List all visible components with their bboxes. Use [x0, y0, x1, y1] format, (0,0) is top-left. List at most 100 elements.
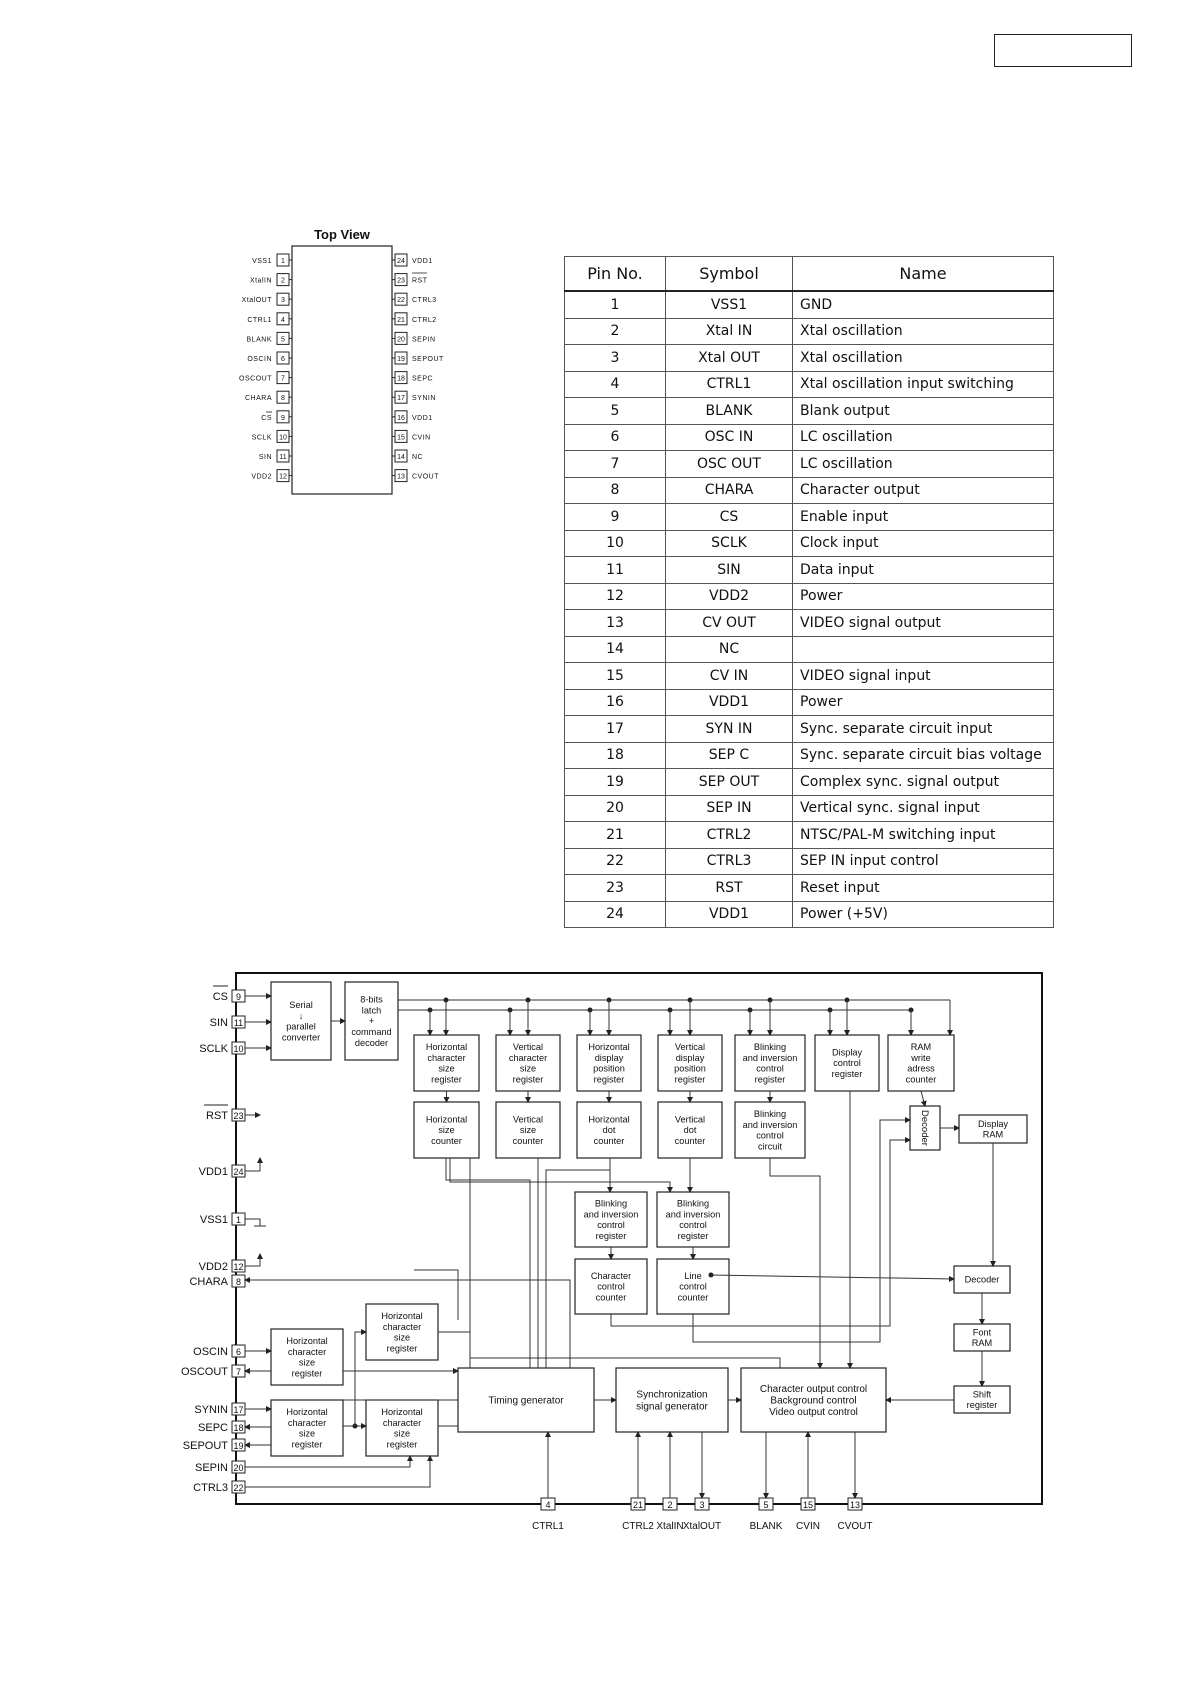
block-text: counter	[596, 1293, 627, 1303]
block-text: counter	[678, 1293, 709, 1303]
pin-symbol-cell: CV OUT	[665, 609, 793, 637]
block-text: control	[756, 1131, 784, 1141]
pin-name-cell: Vertical sync. signal input	[792, 794, 1054, 822]
pin-label-vdd1: VDD1	[199, 1166, 228, 1178]
pin-label: CVIN	[412, 434, 431, 441]
pin-number-xtalin: 2	[667, 1500, 672, 1510]
block-text: register	[596, 1231, 627, 1241]
pin-symbol-cell: Xtal IN	[665, 317, 793, 345]
pin-symbol-cell: SEP IN	[665, 794, 793, 822]
block-text: register	[292, 1368, 323, 1378]
pin-number-cell: 24	[564, 900, 666, 928]
pin-number-cell: 17	[564, 715, 666, 743]
block-text: Character output control	[760, 1384, 867, 1395]
pin-label: CTRL2	[412, 317, 437, 324]
block-text: and inversion	[743, 1120, 798, 1130]
pin-number: 3	[281, 297, 285, 304]
block-decoder-v	[909, 1105, 941, 1151]
pin-name-cell: Clock input	[792, 529, 1054, 557]
pin-label: SEPC	[412, 376, 433, 383]
pin-number: 23	[397, 278, 405, 285]
block-text: register	[513, 1074, 544, 1084]
pin-name-cell: Power	[792, 582, 1054, 610]
pin-number-vdd1: 24	[233, 1167, 243, 1177]
block-text: counter	[431, 1136, 462, 1146]
pin-number-cvin: 15	[803, 1500, 813, 1510]
block-text: register	[594, 1074, 625, 1084]
block-text: signal generator	[636, 1401, 708, 1412]
pin-label: CHARA	[245, 395, 272, 402]
block-text: Shift	[973, 1389, 992, 1399]
pin-name-cell: Reset input	[792, 874, 1054, 902]
pin-number-cell: 11	[564, 556, 666, 584]
pin-label: VDD1	[412, 258, 433, 265]
pin-number: 19	[397, 356, 405, 363]
wire-sync-upper	[354, 1329, 367, 1426]
pin-number: 22	[397, 297, 405, 304]
header-pin-no: Pin No.	[564, 256, 666, 292]
pin-symbol-cell: CV IN	[665, 662, 793, 690]
wire-loop-left	[414, 1269, 459, 1320]
pin-label: VDD2	[251, 474, 272, 481]
pin-number: 24	[397, 258, 405, 265]
pin-name-cell: Enable input	[792, 503, 1054, 531]
block-text: Horizontal	[588, 1114, 629, 1124]
pin-name-cell: Xtal oscillation	[792, 344, 1054, 372]
block-text: size	[520, 1064, 536, 1074]
pin-number-cell: 6	[564, 423, 666, 451]
block-text: register	[387, 1439, 418, 1449]
pin-label-cs: CS	[213, 991, 228, 1003]
pin-label-xtalin: XtalIN	[656, 1521, 683, 1532]
pin-symbol-cell: CTRL1	[665, 370, 793, 398]
block-text: counter	[675, 1136, 706, 1146]
block-text: size	[438, 1125, 454, 1135]
pin-number: 15	[397, 434, 405, 441]
block-text: and inversion	[666, 1209, 721, 1219]
pin-number: 16	[397, 415, 405, 422]
block-text: character	[288, 1347, 326, 1357]
pin-number-cell: 8	[564, 476, 666, 504]
pin-number-cell: 14	[564, 635, 666, 663]
block-latch	[344, 981, 399, 1061]
pin-name-cell: Power	[792, 688, 1054, 716]
wire-upper-timing	[438, 1331, 471, 1368]
pin-number-chara: 8	[236, 1277, 241, 1287]
pin-name-cell: LC oscillation	[792, 423, 1054, 451]
block-blink-reg-b	[656, 1191, 730, 1248]
block-v-disp-pos-reg	[657, 1034, 723, 1092]
pin-symbol-cell: RST	[665, 874, 793, 902]
pin-number-cell: 12	[564, 582, 666, 610]
pin-label-blank: BLANK	[750, 1521, 783, 1532]
pin-number: 14	[397, 454, 405, 461]
block-text: Horizontal	[426, 1042, 467, 1052]
block-text: counter	[513, 1136, 544, 1146]
pin-number-cell: 21	[564, 821, 666, 849]
block-text: character	[383, 1322, 421, 1332]
pin-number: 8	[281, 395, 285, 402]
pin-number-cell: 16	[564, 688, 666, 716]
pin-number: 9	[281, 415, 285, 422]
pin-symbol-cell: SYN IN	[665, 715, 793, 743]
pin-name-cell	[792, 635, 1054, 663]
block-text: Synchronization	[636, 1390, 707, 1401]
pin-label-rst: RST	[206, 1110, 228, 1122]
pin-label: NC	[412, 454, 423, 461]
pin-name-cell: LC oscillation	[792, 450, 1054, 478]
pin-symbol-cell: Xtal OUT	[665, 344, 793, 372]
block-lower-reg	[365, 1399, 439, 1457]
pin-number-sepout: 19	[233, 1441, 243, 1451]
pin-number-synin: 17	[233, 1405, 243, 1415]
block-text: size	[520, 1125, 536, 1135]
pin-label-xtalout: XtalOUT	[683, 1521, 721, 1532]
block-text: latch	[362, 1005, 381, 1015]
pin-symbol-cell: VDD2	[665, 582, 793, 610]
pin-label: BLANK	[247, 336, 272, 343]
pin-label-sepout: SEPOUT	[183, 1440, 229, 1452]
